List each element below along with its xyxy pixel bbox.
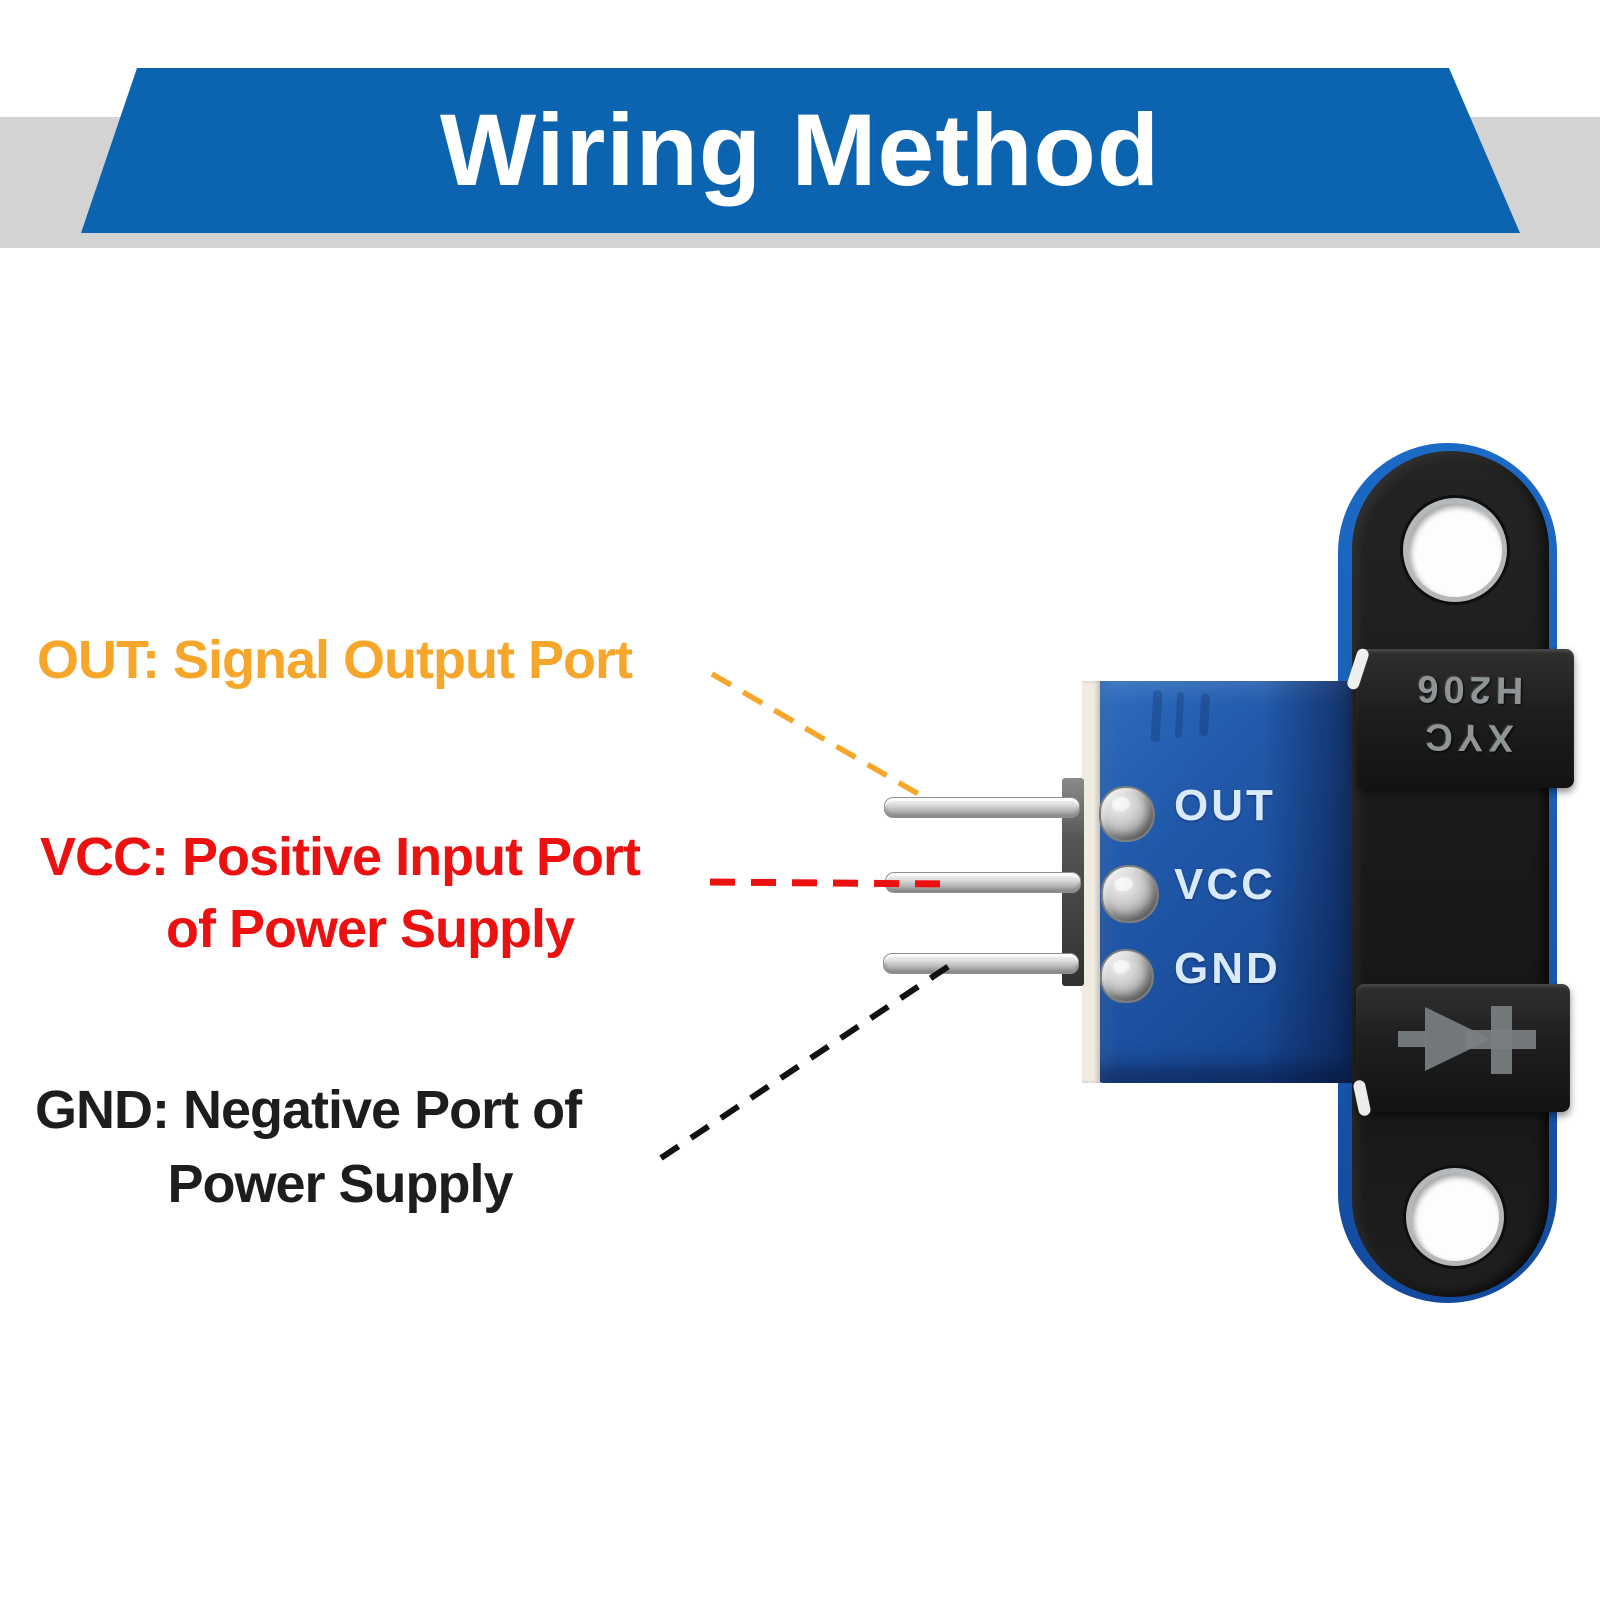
sensor-molded-marking: XYC H206 (1389, 656, 1546, 763)
out-callout-label: OUT: Signal Output Port (37, 627, 633, 693)
vcc-callout-line1: VCC: Positive Input Port (40, 827, 641, 887)
pcb-shadow-gradient (1262, 681, 1352, 1083)
sensor-model-text: H206 (1412, 667, 1524, 711)
pcb-silkscreen-out: OUT (1174, 781, 1276, 830)
vcc-callout-label: VCC: Positive Input Port of Power Supply (40, 821, 700, 965)
banner-blue-trapezoid (81, 68, 1520, 233)
mounting-hole-top (1403, 498, 1507, 602)
gnd-callout-line2: Power Supply (167, 1154, 513, 1214)
mounting-hole-bottom (1406, 1168, 1504, 1266)
gnd-callout-label: GND: Negative Port of Power Supply (35, 1073, 645, 1221)
gnd-solder-joint (1100, 949, 1154, 1003)
gnd-connector-line (659, 961, 954, 1161)
gnd-callout-line1: GND: Negative Port of (35, 1080, 582, 1140)
out-solder-joint (1099, 786, 1155, 842)
pcb-silkscreen-gnd: GND (1174, 944, 1281, 993)
gnd-pin (883, 953, 1079, 974)
sensor-lower-block (1356, 984, 1570, 1112)
out-callout-line1: OUT: Signal Output Port (37, 630, 633, 690)
vcc-callout-line2: of Power Supply (165, 899, 575, 959)
vcc-pin (885, 872, 1081, 893)
out-connector-line (710, 671, 929, 802)
sensor-upper-block (1356, 649, 1574, 788)
vcc-solder-joint (1101, 865, 1159, 923)
page-title: Wiring Method (439, 93, 1161, 207)
pcb-edge-strip (1082, 681, 1100, 1083)
out-pin (884, 797, 1080, 818)
pcb-silkscreen-vcc: VCC (1174, 860, 1276, 909)
sensor-brand-text: XYC (1420, 715, 1514, 759)
